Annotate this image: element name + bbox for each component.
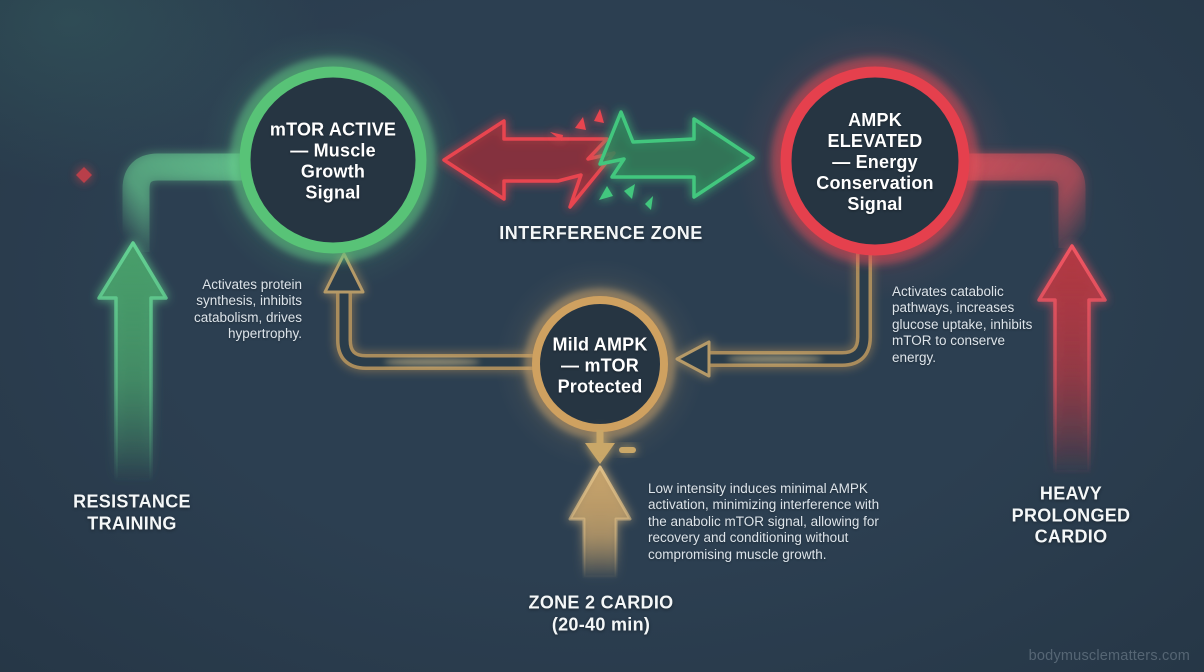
ampk-to-mild-highlight — [727, 355, 823, 363]
minus-icon — [619, 447, 636, 453]
mild-ampk-circle — [524, 288, 676, 440]
mild-down-arrow-icon — [585, 430, 615, 464]
ampk-to-mild-connector-arrow — [675, 251, 872, 378]
resistance-description: Activates protein synthesis, inhibits ca… — [193, 277, 302, 342]
mild-to-mtor-highlight — [384, 358, 480, 366]
mtor-circle — [230, 57, 436, 263]
ampk-circle — [771, 57, 979, 265]
zone2-cardio-label: ZONE 2 CARDIO (20-40 min) — [528, 592, 674, 634]
watermark: bodymusclematters.com — [1028, 648, 1190, 664]
ampk-node-label: AMPK ELEVATED — Energy Conservation Sign… — [816, 109, 934, 214]
mtor-node-label: mTOR ACTIVE — Muscle Growth Signal — [269, 119, 397, 202]
zone2-description: Low intensity induces minimal AMPK activ… — [648, 481, 880, 562]
green-right-arrow-icon — [598, 110, 755, 199]
heavy-prolonged-cardio-label: HEAVY PROLONGED CARDIO — [1011, 483, 1131, 547]
mild-to-mtor-connector-arrow — [323, 252, 536, 370]
ampk-feed-pipe — [963, 153, 1086, 248]
resistance-training-label: RESISTANCE TRAINING — [73, 491, 191, 533]
mild-ampk-node-label: Mild AMPK — mTOR Protected — [552, 334, 648, 397]
mtor-feed-pipe — [122, 153, 242, 252]
spark-icon — [76, 167, 92, 183]
interference-zone-label: INTERFERENCE ZONE — [499, 223, 703, 244]
green-sparks-icon — [599, 184, 653, 210]
interference-clash-icon — [76, 109, 755, 210]
red-sparks-icon — [550, 109, 604, 141]
cardio-description: Activates catabolic pathways, increases … — [892, 284, 1033, 365]
red-left-arrow-icon — [442, 119, 616, 209]
